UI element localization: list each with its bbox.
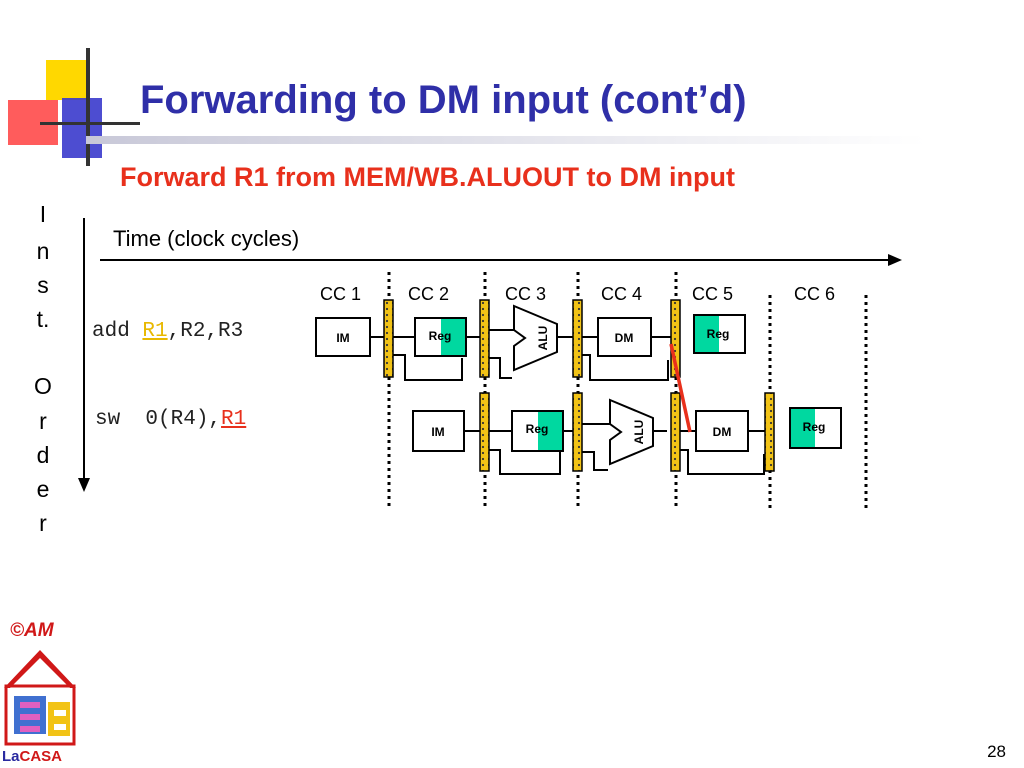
instruction-opcode: sw 0(R4),: [95, 408, 222, 431]
dest-register: R1: [142, 320, 168, 343]
stage-alu: ALU: [536, 326, 550, 351]
cycle-boundaries: [387, 272, 868, 510]
logo-text-casa: CASA: [19, 748, 63, 765]
stage-dm: DM: [713, 425, 732, 439]
time-axis-label: Time (clock cycles): [113, 226, 300, 251]
cc-label-2: CC 2: [408, 284, 450, 304]
inst-order-letter: s: [37, 272, 49, 298]
source-register: R1: [221, 408, 247, 431]
pipeline-row-sw: IM Reg ALU DM Reg: [412, 392, 842, 475]
inst-order-letter: r: [39, 510, 47, 536]
stage-alu: ALU: [632, 420, 646, 445]
time-arrow: [100, 254, 902, 266]
stage-im: IM: [431, 425, 444, 439]
cc-label-4: CC 4: [601, 284, 643, 304]
cc-label-6: CC 6: [794, 284, 836, 304]
inst-order-letter: e: [36, 476, 50, 502]
inst-order-letter: I: [39, 201, 47, 227]
lacasa-logo: [4, 650, 76, 746]
instruction-order-arrow: [78, 218, 90, 492]
stage-reg: Reg: [707, 327, 730, 341]
stage-reg: Reg: [803, 420, 826, 434]
logo-text-la: La: [2, 748, 20, 765]
instruction-add: add R1,R2,R3: [92, 320, 243, 343]
title-underline: [86, 136, 926, 144]
copyright-text: ©AM: [10, 620, 54, 641]
inst-order-letter: O: [34, 373, 52, 399]
instruction-operands: ,R2,R3: [167, 320, 244, 343]
stage-reg: Reg: [526, 422, 549, 436]
inst-order-letter: r: [39, 408, 47, 434]
stage-im: IM: [336, 331, 349, 345]
cc-label-3: CC 3: [505, 284, 547, 304]
forwarding-path: [669, 343, 692, 433]
stage-dm: DM: [615, 331, 634, 345]
corner-decoration: [8, 48, 140, 166]
inst-order-letter: t.: [36, 306, 50, 332]
lacasa-wordmark: LaCASA: [2, 748, 62, 765]
stage-reg: Reg: [429, 329, 452, 343]
pipeline-row-add: IM Reg ALU DM Reg: [315, 299, 746, 381]
inst-order-letter: n: [36, 238, 50, 264]
cc-label-1: CC 1: [320, 284, 362, 304]
instruction-opcode: add: [92, 320, 143, 343]
inst-order-letter: d: [36, 442, 50, 468]
cc-label-5: CC 5: [692, 284, 734, 304]
page-title: Forwarding to DM input (cont’d): [140, 78, 747, 122]
page-number: 28: [987, 742, 1006, 761]
slide-subtitle: Forward R1 from MEM/WB.ALUOUT to DM inpu…: [120, 162, 735, 192]
instruction-sw: sw 0(R4),R1: [95, 408, 246, 431]
